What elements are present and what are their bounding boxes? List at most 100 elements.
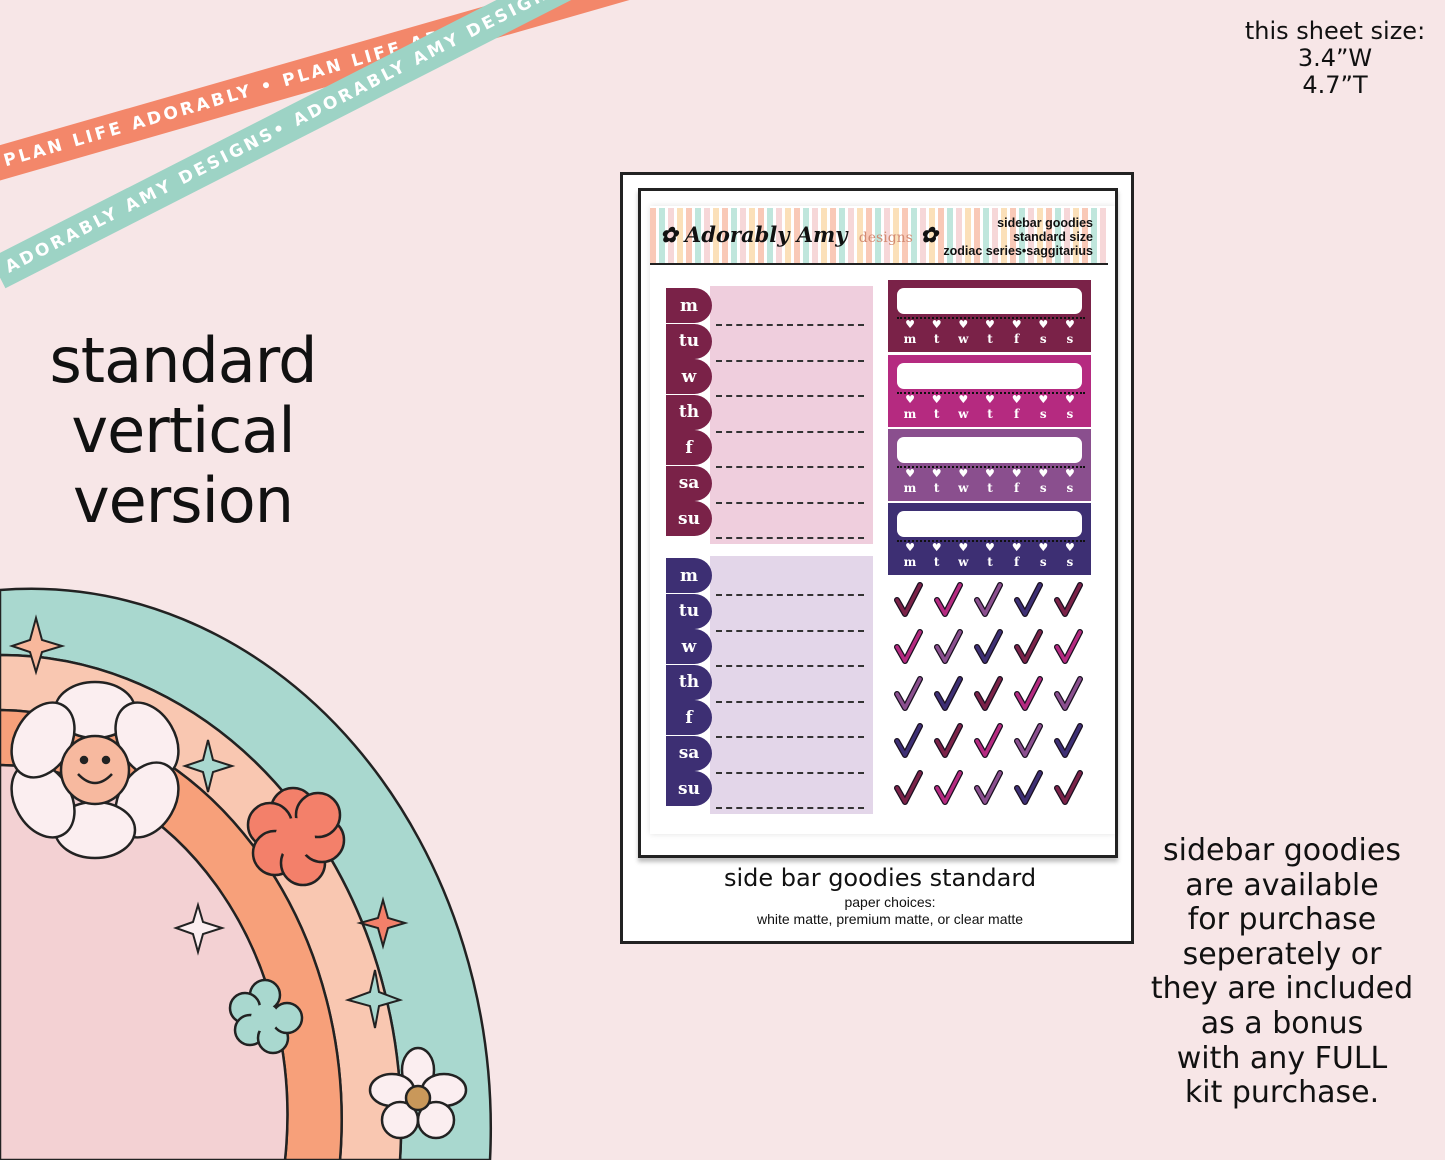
- writing-line[interactable]: [716, 807, 864, 809]
- header-line-2: standard size: [1013, 230, 1093, 244]
- checkmark-icon: [934, 629, 963, 664]
- heart-icon[interactable]: ♥: [905, 467, 915, 480]
- heart-icon[interactable]: ♥: [958, 318, 969, 331]
- writing-line[interactable]: [716, 359, 864, 362]
- description-line: are available: [1185, 867, 1379, 903]
- footer-title: side bar goodies standard: [723, 864, 1037, 892]
- description-line: sidebar goodies: [1163, 833, 1401, 868]
- weekday-tab: su: [666, 771, 712, 806]
- heart-icon[interactable]: ♥: [1038, 467, 1049, 480]
- heart-icon[interactable]: ♥: [1011, 393, 1022, 406]
- version-title-line2: vertical: [71, 394, 295, 467]
- sparkle-icon: [172, 901, 226, 956]
- heart-icon[interactable]: ♥: [905, 318, 915, 331]
- heart-icon[interactable]: ♥: [931, 541, 942, 554]
- description-line: for purchase: [1187, 902, 1377, 938]
- weekday-tab: th: [666, 394, 712, 430]
- heart-icon[interactable]: ♥: [905, 541, 915, 554]
- writing-line[interactable]: [716, 594, 864, 596]
- heart-icon[interactable]: ♥: [958, 393, 969, 406]
- writing-line[interactable]: [716, 324, 864, 326]
- habit-day-label: s: [1066, 407, 1074, 421]
- checkmark-icon: [1014, 676, 1043, 711]
- heart-icon[interactable]: ♥: [985, 541, 995, 554]
- flower-icon: ✿: [920, 222, 938, 247]
- habit-title-box[interactable]: [897, 288, 1082, 314]
- heart-icon[interactable]: ♥: [931, 467, 942, 480]
- weekday-tab: w: [666, 629, 712, 664]
- heart-icon[interactable]: ♥: [1065, 541, 1075, 554]
- heart-icon[interactable]: ♥: [1011, 467, 1022, 480]
- heart-icon[interactable]: ♥: [958, 541, 969, 554]
- flower-icon: ✿: [660, 222, 678, 247]
- description-line: as a bonus: [1200, 1005, 1364, 1041]
- habit-day-label: s: [1039, 555, 1047, 569]
- checkmark-icon: [894, 770, 923, 805]
- heart-icon[interactable]: ♥: [1038, 393, 1049, 406]
- habit-day-label: m: [903, 407, 917, 421]
- habit-day-label: f: [1014, 481, 1020, 495]
- heart-icon[interactable]: ♥: [1011, 541, 1022, 554]
- heart-row: ♥ ♥ ♥ ♥ ♥ ♥ ♥: [900, 541, 1080, 554]
- writing-line[interactable]: [716, 736, 864, 738]
- heart-icon[interactable]: ♥: [958, 467, 969, 480]
- heart-icon[interactable]: ♥: [985, 318, 995, 331]
- heart-icon[interactable]: ♥: [1038, 541, 1049, 554]
- checkmark-icon: [894, 629, 923, 664]
- heart-icon[interactable]: ♥: [931, 393, 942, 406]
- habit-title-box[interactable]: [897, 363, 1082, 389]
- habit-day-label: t: [933, 481, 940, 495]
- checkmark-icon: [974, 770, 1003, 805]
- writing-line[interactable]: [716, 501, 864, 504]
- heart-icon[interactable]: ♥: [1011, 318, 1022, 331]
- habit-title-box[interactable]: [897, 511, 1082, 537]
- weekday-tab: f: [666, 430, 712, 465]
- writing-line[interactable]: [716, 700, 864, 703]
- description-line: seperately or: [1182, 936, 1382, 972]
- heart-icon[interactable]: ♥: [1065, 467, 1075, 480]
- checkmark-grid: [893, 582, 1093, 812]
- habit-day-label: w: [958, 481, 969, 495]
- brand-logo: ✿ Adorably Amy designs ✿: [660, 222, 938, 247]
- checkmark-icon: [894, 676, 923, 711]
- habit-day-label: t: [987, 407, 993, 421]
- checkmark-icon: [1054, 582, 1083, 617]
- sheet-header-stripes: [650, 208, 1106, 264]
- habit-day-label: f: [1014, 555, 1020, 569]
- writing-line[interactable]: [716, 629, 864, 632]
- writing-line[interactable]: [716, 771, 864, 774]
- logo-text: Adorably Amy: [684, 222, 848, 247]
- habit-title-box[interactable]: [897, 437, 1082, 463]
- heart-icon[interactable]: ♥: [985, 467, 995, 480]
- checkmark-icon: [1054, 770, 1083, 805]
- logo-sub: designs: [858, 230, 913, 246]
- heart-icon[interactable]: ♥: [1065, 318, 1075, 331]
- checkmark-icon: [1014, 770, 1043, 805]
- writing-line[interactable]: [716, 395, 864, 397]
- sparkle-icon: [8, 614, 66, 676]
- white-flower-icon: [368, 1046, 468, 1140]
- heart-icon[interactable]: ♥: [1065, 393, 1075, 406]
- heart-icon[interactable]: ♥: [985, 393, 995, 406]
- writing-line[interactable]: [716, 665, 864, 667]
- sheet-size-label: this sheet size:: [1244, 17, 1426, 45]
- orange-flower-icon: [246, 786, 346, 887]
- habit-day-label: s: [1039, 407, 1047, 421]
- smiley-flower-icon: [10, 680, 180, 860]
- heart-icon[interactable]: ♥: [931, 318, 942, 331]
- writing-line[interactable]: [716, 537, 864, 539]
- heart-icon[interactable]: ♥: [905, 393, 915, 406]
- checkmark-icon: [934, 582, 963, 617]
- writing-line[interactable]: [716, 466, 864, 468]
- weekday-tab: su: [666, 501, 712, 536]
- rainbow-illustration: [0, 587, 492, 1160]
- writing-line[interactable]: [716, 430, 864, 433]
- header-line-1: sidebar goodies: [997, 216, 1093, 230]
- heart-icon[interactable]: ♥: [1038, 318, 1049, 331]
- habit-day-label: s: [1039, 481, 1047, 495]
- sheet-header-divider: [650, 263, 1108, 265]
- checkmark-icon: [894, 582, 923, 617]
